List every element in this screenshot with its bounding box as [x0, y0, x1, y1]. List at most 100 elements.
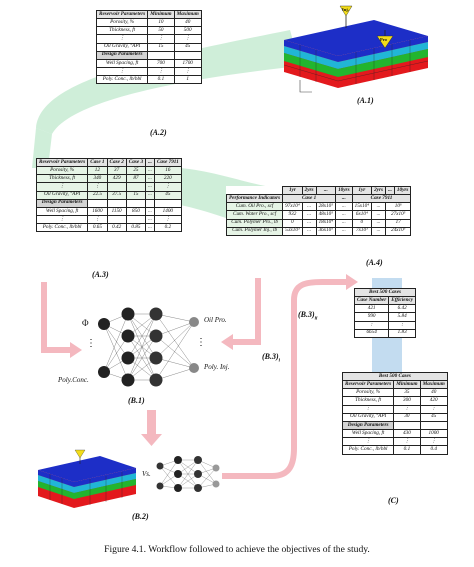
- table-cell: 850: [125, 206, 147, 217]
- table-cell: Oil Gravity, °API: [95, 42, 149, 52]
- table-cell: ⋮: [147, 67, 175, 77]
- arrow-a3-to-b1: [41, 282, 70, 353]
- table-cell: 0.2: [153, 223, 182, 233]
- neural-network-b2: [159, 459, 217, 489]
- table-cell: Oil Gravity, °API: [341, 412, 395, 422]
- label-b3ii: (B.3)ii: [298, 310, 318, 322]
- table-a4-top-header: 1yr: [351, 185, 373, 196]
- table-cell: Thickness, ft: [95, 26, 149, 36]
- table-a2-design-header: Design Parameters: [95, 50, 149, 60]
- table-cell: [106, 182, 127, 192]
- table-cell: ⋮: [393, 404, 421, 414]
- output-dots: ⋮: [196, 337, 206, 348]
- injector-tag: Inj.: [342, 7, 349, 12]
- table-a4-sub-header: Case 7911: [351, 194, 412, 204]
- table-cell: 300: [393, 396, 421, 406]
- table-cell: 37: [106, 166, 127, 176]
- table-a4-top-header: 10yrs: [335, 185, 353, 196]
- table-a4-top-header: 2yrs: [301, 185, 317, 196]
- table-cell: 7x10³: [351, 226, 373, 236]
- table-cell: 28x10⁵: [315, 202, 337, 212]
- table-cell: 10: [147, 18, 175, 28]
- table-cell: ...: [301, 202, 317, 212]
- arrow-b1-to-b2: [147, 410, 156, 436]
- table-cell: ⋮: [147, 34, 175, 44]
- table-cell: 45: [419, 412, 448, 422]
- table-cell: 30: [393, 412, 421, 422]
- table-a2: Reservoir Parameters Minimum Maximum Por…: [95, 9, 202, 85]
- table-cell: 27x10⁵: [385, 210, 412, 220]
- table-cell: [125, 182, 147, 192]
- table-cell: 45: [153, 190, 182, 200]
- table-cell: ...: [301, 226, 317, 236]
- table-cell: ⋮: [153, 182, 182, 192]
- table-cell: Well Spacing, ft: [95, 58, 149, 69]
- table-cell: ⋮: [393, 437, 421, 447]
- table-cell: Porosity, %: [35, 166, 89, 176]
- table-cell: 1700: [173, 58, 202, 69]
- table-a4: 1yr 2yrs ... 10yrs 1yr 2yrs ... 10yrs Pe…: [225, 185, 412, 236]
- table-cell: 12: [87, 166, 108, 176]
- table-cell: ⋮: [87, 215, 108, 225]
- table-cell: 0.1: [393, 445, 421, 455]
- table-cell: 36x10⁵: [315, 226, 337, 236]
- table-cell: 1000: [419, 429, 448, 439]
- table-cell: 35: [393, 388, 421, 398]
- table-cell: ⋮: [341, 437, 395, 447]
- table-cell: 15: [125, 190, 147, 200]
- table-cell: 700: [147, 58, 175, 69]
- label-b3i: (B.3)i: [262, 352, 281, 364]
- table-cell: ⋮: [35, 182, 89, 192]
- arrow-a4-to-b1: [232, 278, 261, 345]
- poly-inj-label: Poly. Inj.: [204, 363, 230, 371]
- table-cell: 10⁶: [385, 202, 412, 212]
- table-cell: 6654: [353, 328, 390, 338]
- table-cell: 6.42: [388, 304, 417, 314]
- table-cell: Well Spacing, ft: [341, 429, 395, 439]
- table-cell: ⋮: [153, 215, 182, 225]
- table-cell: ⋮: [95, 67, 149, 77]
- table-cell: 1600: [87, 206, 108, 217]
- axis-icon: [299, 80, 312, 93]
- phi-label: Φ: [82, 318, 89, 328]
- vs-label: Vs.: [142, 470, 151, 478]
- table-cell: Porosity, %: [95, 18, 149, 28]
- label-a2: (A.2): [150, 128, 167, 137]
- producer-tag: Pro: [380, 37, 387, 42]
- table-cell: 6x10⁴: [351, 210, 373, 220]
- label-a4: (A.4): [366, 258, 383, 267]
- table-cell: ...: [335, 202, 353, 212]
- table-c: Best 500 Cases Reservoir Parameters Mini…: [341, 371, 448, 455]
- producer-well-marker: [376, 35, 394, 49]
- table-a4-sub-header: Performance Indicators: [225, 194, 284, 204]
- table-cell: Porosity, %: [341, 388, 395, 398]
- table-cell: ...: [335, 210, 353, 220]
- table-cell: ...: [301, 218, 317, 228]
- table-cell: 16: [153, 166, 182, 176]
- table-cell: 1400: [153, 206, 182, 217]
- table-cell: 0: [282, 218, 303, 228]
- table-cell: ...: [145, 182, 155, 192]
- table-a2-header: Reservoir Parameters: [95, 9, 149, 20]
- table-best-cases: Best 500 Cases Case Number Efficiency 42…: [353, 287, 417, 338]
- table-a3-header: Case 3: [125, 157, 147, 168]
- table-cell: 40: [419, 388, 448, 398]
- table-cell: ...: [371, 218, 387, 228]
- table-cell: Cum. Oil Pro., scf: [225, 202, 284, 212]
- injector-well-marker: [339, 5, 353, 17]
- table-cell: Poly. Conc., lb/bbl: [35, 223, 89, 233]
- table-cell: 0: [351, 218, 373, 228]
- table-cell: 5.84: [388, 312, 417, 322]
- table-a3-header: Case 2: [106, 157, 127, 168]
- table-a4-top-header: ...: [385, 185, 395, 196]
- table-cell: Thickness, ft: [35, 174, 89, 184]
- table-cell: ⋮: [35, 215, 89, 225]
- table-cell: 932: [282, 210, 303, 220]
- table-cell: 429: [106, 174, 127, 184]
- table-cell: 15x10⁴: [351, 202, 373, 212]
- table-cell: ...: [145, 215, 155, 225]
- table-cell: 420: [419, 396, 448, 406]
- table-a4-top-header: 1yr: [282, 185, 303, 196]
- table-a4-sub-header: ...: [335, 194, 353, 204]
- table-cell: ...: [145, 206, 155, 217]
